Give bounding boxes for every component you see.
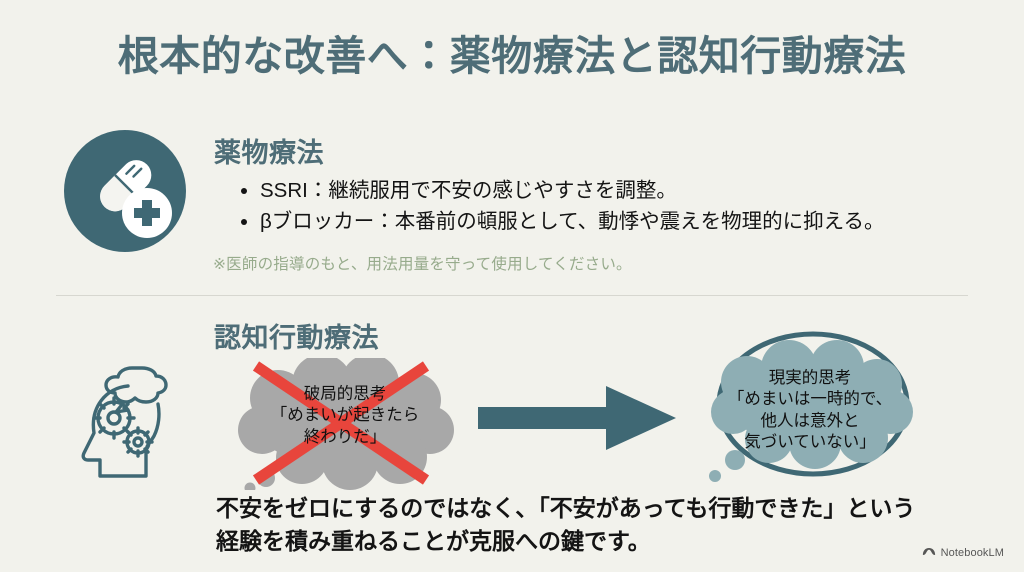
list-item: βブロッカー：本番前の頓服として、動悸や震えを物理的に抑える。 <box>238 206 978 237</box>
medication-disclaimer: ※医師の指導のもと、用法用量を守って使用してください。 <box>213 256 632 273</box>
section-heading-cbt: 認知行動療法 <box>214 323 379 353</box>
closing-statement: 不安をゼロにするのではなく、「不安があっても行動できた」という 経験を積み重ねる… <box>216 492 976 557</box>
notebooklm-label: NotebookLM <box>940 547 1004 559</box>
medication-bullet-list: SSRI：継続服用で不安の感じやすさを調整。 βブロッカー：本番前の頓服として、… <box>238 175 978 237</box>
closing-line: 経験を積み重ねることが克服への鍵です。 <box>216 527 651 554</box>
positive-thought-bubble <box>685 330 935 490</box>
page-title: 根本的な改善へ：薬物療法と認知行動療法 <box>117 33 907 79</box>
pill-cross-icon <box>62 128 188 254</box>
cbt-transformation-diagram: 破局的思考 「めまいが起きたら 終わりだ」 <box>230 331 950 494</box>
list-item: SSRI：継続服用で不安の感じやすさを調整。 <box>238 175 978 206</box>
section-divider <box>56 295 968 296</box>
arrow-right-icon <box>478 385 678 451</box>
notebooklm-logo-icon <box>922 546 936 560</box>
head-gears-thought-icon <box>62 356 194 484</box>
closing-line: 不安をゼロにするのではなく、「不安があっても行動できた」という <box>216 495 916 521</box>
section-heading-medication: 薬物療法 <box>214 138 324 168</box>
negative-thought-bubble <box>230 354 460 494</box>
notebooklm-watermark: NotebookLM <box>922 546 1004 560</box>
